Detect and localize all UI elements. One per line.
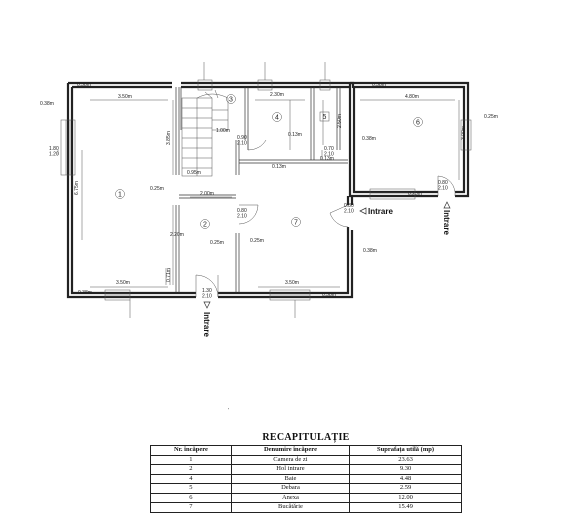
dim-label: 3.00m — [461, 126, 467, 140]
dim-label: 0.13m — [320, 156, 334, 162]
room-1-number: 1 — [118, 192, 122, 199]
dim-label: 0.25m — [408, 191, 422, 197]
dim-label: 0.38m — [372, 82, 386, 88]
recap-title: RECAPITULAȚIE — [262, 432, 350, 443]
table-row: 6 Anexa 12.00 — [150, 492, 462, 503]
dim-label: 3.85m — [166, 131, 172, 145]
room-2-number: 2 — [203, 222, 207, 229]
dim-label: 0.25m — [250, 238, 264, 244]
dim-label: 0.38m — [77, 82, 91, 88]
dim-label: 0.71m — [166, 268, 172, 282]
dim-label: 2.50m — [337, 114, 343, 128]
recap-section: RECAPITULAȚIE Nr. încăpere Denumire încă… — [150, 432, 462, 513]
dim-label: 0.13m — [288, 132, 302, 138]
table-cell: 2.59 — [349, 483, 462, 494]
dim-label: 0.13m — [272, 164, 286, 170]
table-row: 7 Bucătărie 15.49 — [150, 502, 462, 513]
table-cell: 1 — [150, 454, 232, 465]
table-cell: Hol intrare — [230, 464, 351, 475]
outer-walls — [66, 81, 470, 299]
dim-label: 0.38m — [362, 136, 376, 142]
dim-label: 2.30m — [270, 92, 284, 98]
dim-label: 0.38m — [322, 292, 336, 298]
room-5-number: 5 — [323, 114, 327, 121]
table-row: 1 Camera de zi 23.63 — [150, 454, 462, 465]
room-4-number: 4 — [275, 115, 279, 122]
dim-label: 0.25m — [484, 114, 498, 120]
table-cell: Bucătărie — [230, 502, 351, 513]
dim-label: 4.80m — [405, 94, 419, 100]
table-cell: 15.49 — [349, 502, 462, 513]
room-3-number: 3 — [229, 97, 233, 104]
table-row: 4 Baie 4.48 — [150, 473, 462, 484]
dim-label: 6.75m — [74, 181, 80, 195]
dim-label: 3.50m — [285, 280, 299, 286]
table-cell: 9.30 — [349, 464, 462, 475]
room-numbers: 1 2 3 4 5 6 7 — [115, 94, 423, 229]
table-cell: 6 — [150, 492, 232, 503]
dim-label: 0.38m — [40, 101, 54, 107]
dim-label: 1.00m — [216, 128, 230, 134]
table-header-row: Nr. încăpere Denumire încăpere Suprafața… — [150, 445, 462, 456]
table-cell: Camera de zi — [230, 454, 351, 465]
dim-label: 2.00m — [200, 191, 214, 197]
entry-labels: Intrare Intrare Intrare — [202, 201, 451, 337]
table-cell: 12.00 — [349, 492, 462, 503]
table-row: 5 Debara 2.59 — [150, 483, 462, 494]
recap-table: Nr. încăpere Denumire încăpere Suprafața… — [150, 445, 462, 513]
room-7-number: 7 — [294, 220, 298, 227]
right-entry-label: Intrare — [442, 210, 451, 235]
table-cell: 4.48 — [349, 473, 462, 484]
table-row: 2 Hol intrare 9.30 — [150, 464, 462, 475]
side-entry-label: Intrare — [368, 207, 393, 216]
dim-label: 0.95m — [187, 170, 201, 176]
room-6-number: 6 — [416, 120, 420, 127]
table-cell: 7 — [150, 502, 232, 513]
dim-label: 0.25m — [150, 186, 164, 192]
table-cell: Debara — [230, 483, 351, 494]
table-cell: Anexa — [230, 492, 351, 503]
staircase — [181, 89, 229, 177]
column-header: Nr. încăpere — [150, 445, 232, 456]
dim-label: 0.38m — [363, 248, 377, 254]
table-cell: 5 — [150, 483, 232, 494]
table-cell: Baie — [230, 473, 351, 484]
dimension-lines — [57, 62, 460, 318]
stray-mark: ' — [228, 408, 229, 414]
dim-label: 2.20m — [170, 232, 184, 238]
table-cell: 23.63 — [349, 454, 462, 465]
dim-label: 0.25m — [210, 240, 224, 246]
dim-label: 3.50m — [118, 94, 132, 100]
table-cell: 2 — [150, 464, 232, 475]
dim-label: 3.50m — [116, 280, 130, 286]
table-cell: 4 — [150, 473, 232, 484]
main-entry-label: Intrare — [202, 312, 211, 337]
dim-label: 0.38m — [78, 290, 92, 296]
column-header: Suprafața utilă (mp) — [349, 445, 462, 456]
column-header: Denumire încăpere — [230, 445, 351, 456]
